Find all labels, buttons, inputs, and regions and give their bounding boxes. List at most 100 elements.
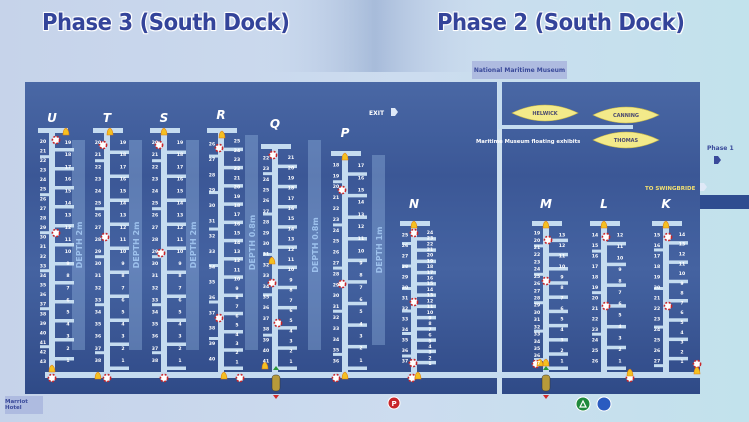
berth-number: 27 [209, 157, 215, 163]
finger-pontoon [52, 357, 74, 361]
berth-number: 24 [333, 228, 339, 234]
berth-number: 30 [534, 310, 540, 316]
finger-pontoon [414, 327, 436, 331]
berth-number: 32 [209, 234, 215, 240]
berth-number: 37 [40, 302, 46, 308]
finger-pontoon [221, 165, 243, 170]
finger-pontoon [414, 349, 436, 354]
finger-pontoon [275, 346, 297, 350]
finger-pontoon [345, 172, 367, 176]
finger-pontoon [107, 270, 129, 274]
berth-number: 12 [288, 247, 294, 253]
berth-number: 19 [534, 231, 540, 237]
berth-number: 43 [40, 359, 46, 365]
fire-point-icon [693, 366, 701, 375]
finger-pontoon [654, 325, 666, 329]
finger-pontoon [52, 319, 74, 323]
lifebuoy-icon [409, 297, 419, 307]
berth-number: 26 [592, 359, 598, 365]
lifebuoy-icon [267, 278, 277, 288]
swingbridge-channel [700, 195, 749, 209]
berth-number: 31 [152, 273, 158, 279]
finger-pontoon [164, 366, 186, 370]
berth-number: 3 [235, 341, 238, 347]
pontoon-u [38, 128, 74, 372]
berth-number: 25 [95, 201, 101, 207]
finger-pontoon [152, 255, 164, 259]
berth-number: 11 [559, 253, 565, 259]
finger-pontoon [534, 244, 546, 248]
finger-pontoon [209, 336, 221, 340]
berth-number: 34 [209, 264, 215, 270]
berth-number: 19 [592, 285, 598, 291]
berth-number: 27 [40, 206, 46, 212]
berth-number: 7 [289, 298, 292, 304]
pontoon-q [261, 144, 297, 378]
berth-number: 16 [288, 206, 294, 212]
swingbridge-label: TO SWINGBRIDE [645, 186, 696, 192]
berth-number: 3 [66, 334, 69, 340]
berth-number: 7 [121, 285, 124, 291]
berth-number: 5 [178, 310, 181, 316]
berth-number: 6 [359, 297, 362, 303]
berth-number: 11 [120, 237, 126, 243]
berth-number: 34 [534, 339, 540, 345]
berth-number: 5 [428, 338, 431, 344]
berth-number: 12 [617, 233, 623, 239]
depth-label: DEPTH 2m [132, 222, 141, 269]
exhibit-name: THOMAS [614, 138, 639, 144]
fire-point-icon [414, 371, 422, 380]
berth-number: 17 [234, 212, 240, 218]
berth-number: 17 [65, 164, 71, 170]
finger-pontoon [164, 174, 186, 178]
berth-number: 3 [289, 339, 292, 345]
finger-pontoon [40, 155, 52, 159]
berth-number: 37 [95, 346, 101, 352]
berth-number: 2 [618, 347, 621, 353]
finger-pontoon [546, 309, 568, 314]
berth-number: 32 [263, 262, 269, 268]
finger-pontoon [275, 164, 297, 169]
berth-number: 34 [263, 284, 269, 290]
berth-number: 30 [95, 261, 101, 267]
finger-pontoon [107, 318, 129, 322]
berth-number: 37 [402, 359, 408, 365]
berth-number: 21 [95, 152, 101, 158]
berth-number: 33 [402, 317, 408, 323]
berth-number: 14 [358, 200, 364, 206]
finger-pontoon [275, 366, 297, 370]
parking-icon [387, 396, 401, 410]
berth-number: 12 [177, 225, 183, 231]
berth-number: 8 [289, 288, 292, 294]
berth-number: 33 [40, 263, 46, 269]
berth-number: 17 [358, 163, 364, 169]
finger-pontoon [345, 366, 367, 370]
finger-pontoon [604, 366, 626, 370]
finger-pontoon [40, 307, 52, 311]
pontoon-labels-k: K151617181920212223242526271413121110987… [654, 197, 685, 365]
pontoon-letter: Q [270, 117, 280, 131]
finger-pontoon [666, 241, 688, 245]
berth-number: 5 [289, 318, 292, 324]
berth-number: 13 [177, 213, 183, 219]
depth-band [308, 140, 321, 350]
berth-number: 36 [333, 359, 339, 365]
lifebuoy-icon [268, 150, 278, 160]
finger-pontoon [534, 301, 546, 305]
pontoon-labels-t: T202122232425262728293031323334353637381… [95, 111, 126, 364]
berth-number: 38 [152, 358, 158, 364]
finger-pontoon [95, 159, 107, 163]
berth-number: 26 [95, 213, 101, 219]
berth-number: 40 [40, 330, 46, 336]
finger-pontoon [604, 283, 626, 287]
finger-pontoon [40, 231, 52, 235]
berth-number: 20 [234, 185, 240, 191]
finger-pontoon [52, 186, 74, 190]
pontoon-letter: P [341, 126, 350, 140]
berth-number: 8 [359, 273, 362, 279]
berth-number: 28 [40, 215, 46, 221]
depth-label: DEPTH 1m [375, 227, 384, 274]
berth-number: 22 [152, 164, 158, 170]
berth-number: 1 [178, 358, 181, 364]
berth-number: 17 [427, 270, 433, 276]
